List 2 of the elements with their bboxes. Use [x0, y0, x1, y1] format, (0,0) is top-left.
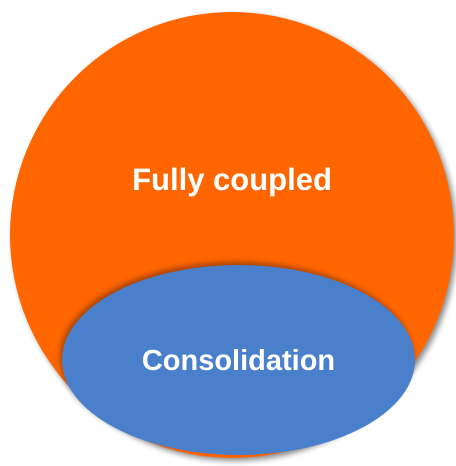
region-label: Fully coupled [131, 162, 333, 198]
region-label: Consolidation [140, 345, 336, 378]
